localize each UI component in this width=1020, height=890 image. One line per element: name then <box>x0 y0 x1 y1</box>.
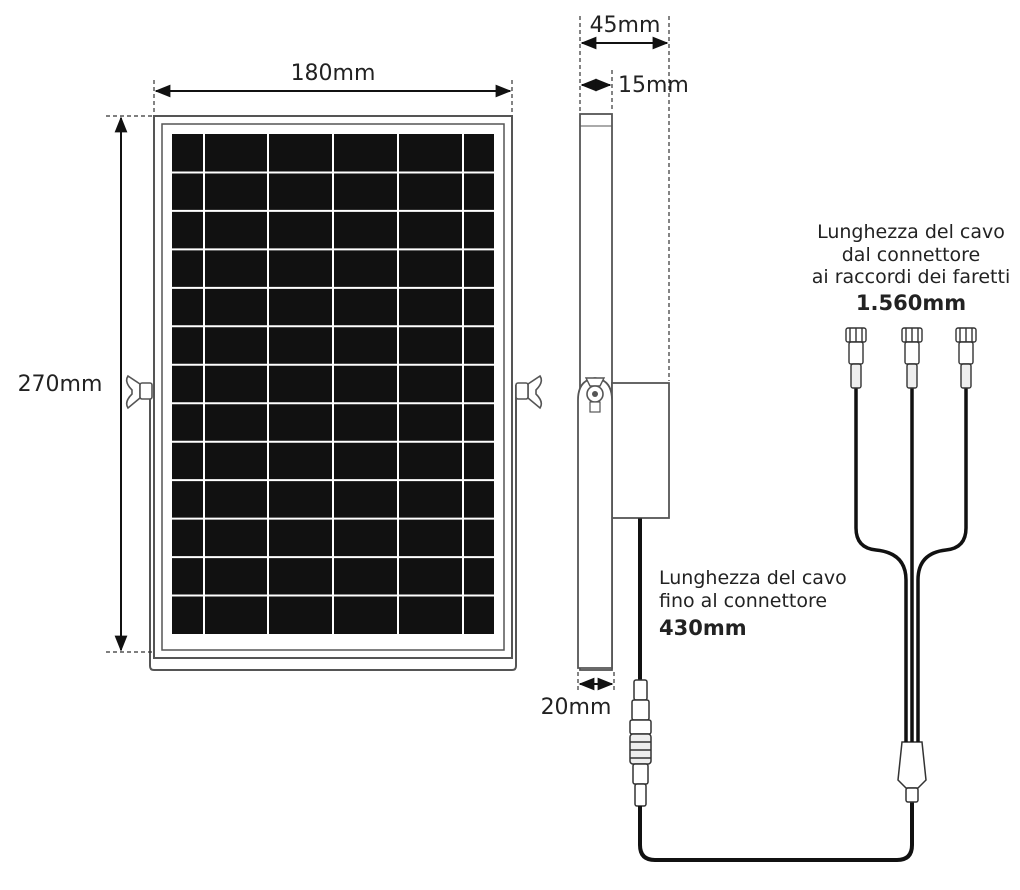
cable-connector-icon <box>629 679 652 807</box>
cable-to-connector-note: Lunghezza del cavo fino al connettore 43… <box>659 567 847 640</box>
cable-assembly <box>629 327 977 862</box>
solar-cell-grid <box>172 134 494 634</box>
depth-total-label: 45mm <box>590 13 661 38</box>
branch-cable-left <box>854 388 908 742</box>
depth-total-dimension: 45mm <box>579 13 670 381</box>
spot-note-line2: dal connettore <box>842 244 980 266</box>
extension-cable <box>638 800 914 862</box>
cable-note-length: 430mm <box>659 616 747 640</box>
depth-bottom-dimension: 20mm <box>541 672 615 720</box>
height-dimension: 270mm <box>18 115 152 653</box>
side-bracket <box>577 377 613 669</box>
panel-front-view <box>125 115 543 671</box>
wing-nut-left-icon <box>125 374 153 410</box>
branch-cable-right <box>916 388 968 742</box>
panel-stand <box>149 385 517 671</box>
spotlight-connector-2-icon <box>901 327 923 389</box>
depth-panel-dimension: 15mm <box>580 70 689 112</box>
spotlight-connector-1-icon <box>845 327 867 389</box>
depth-panel-label: 15mm <box>618 73 689 98</box>
cable-note-line2: fino al connettore <box>659 590 827 612</box>
width-label: 180mm <box>291 61 376 86</box>
wing-nut-side-icon <box>584 377 606 413</box>
panel-side-view <box>577 113 670 671</box>
spot-note-line3: ai raccordi dei faretti <box>812 266 1010 288</box>
spot-note-line1: Lunghezza del cavo <box>817 221 1005 243</box>
cable-note-line1: Lunghezza del cavo <box>659 567 847 589</box>
panel-inner-frame <box>161 123 505 651</box>
wing-nut-right-icon <box>515 374 543 410</box>
width-dimension: 180mm <box>153 61 513 114</box>
spot-note-length: 1.560mm <box>856 291 966 315</box>
depth-bottom-label: 20mm <box>541 695 612 720</box>
cable-to-spotlights-note: Lunghezza del cavo dal connettore ai rac… <box>812 221 1010 315</box>
height-label: 270mm <box>18 372 103 397</box>
battery-box <box>611 382 670 519</box>
spotlight-connector-3-icon <box>955 327 977 389</box>
cable-splitter-icon <box>897 741 927 803</box>
